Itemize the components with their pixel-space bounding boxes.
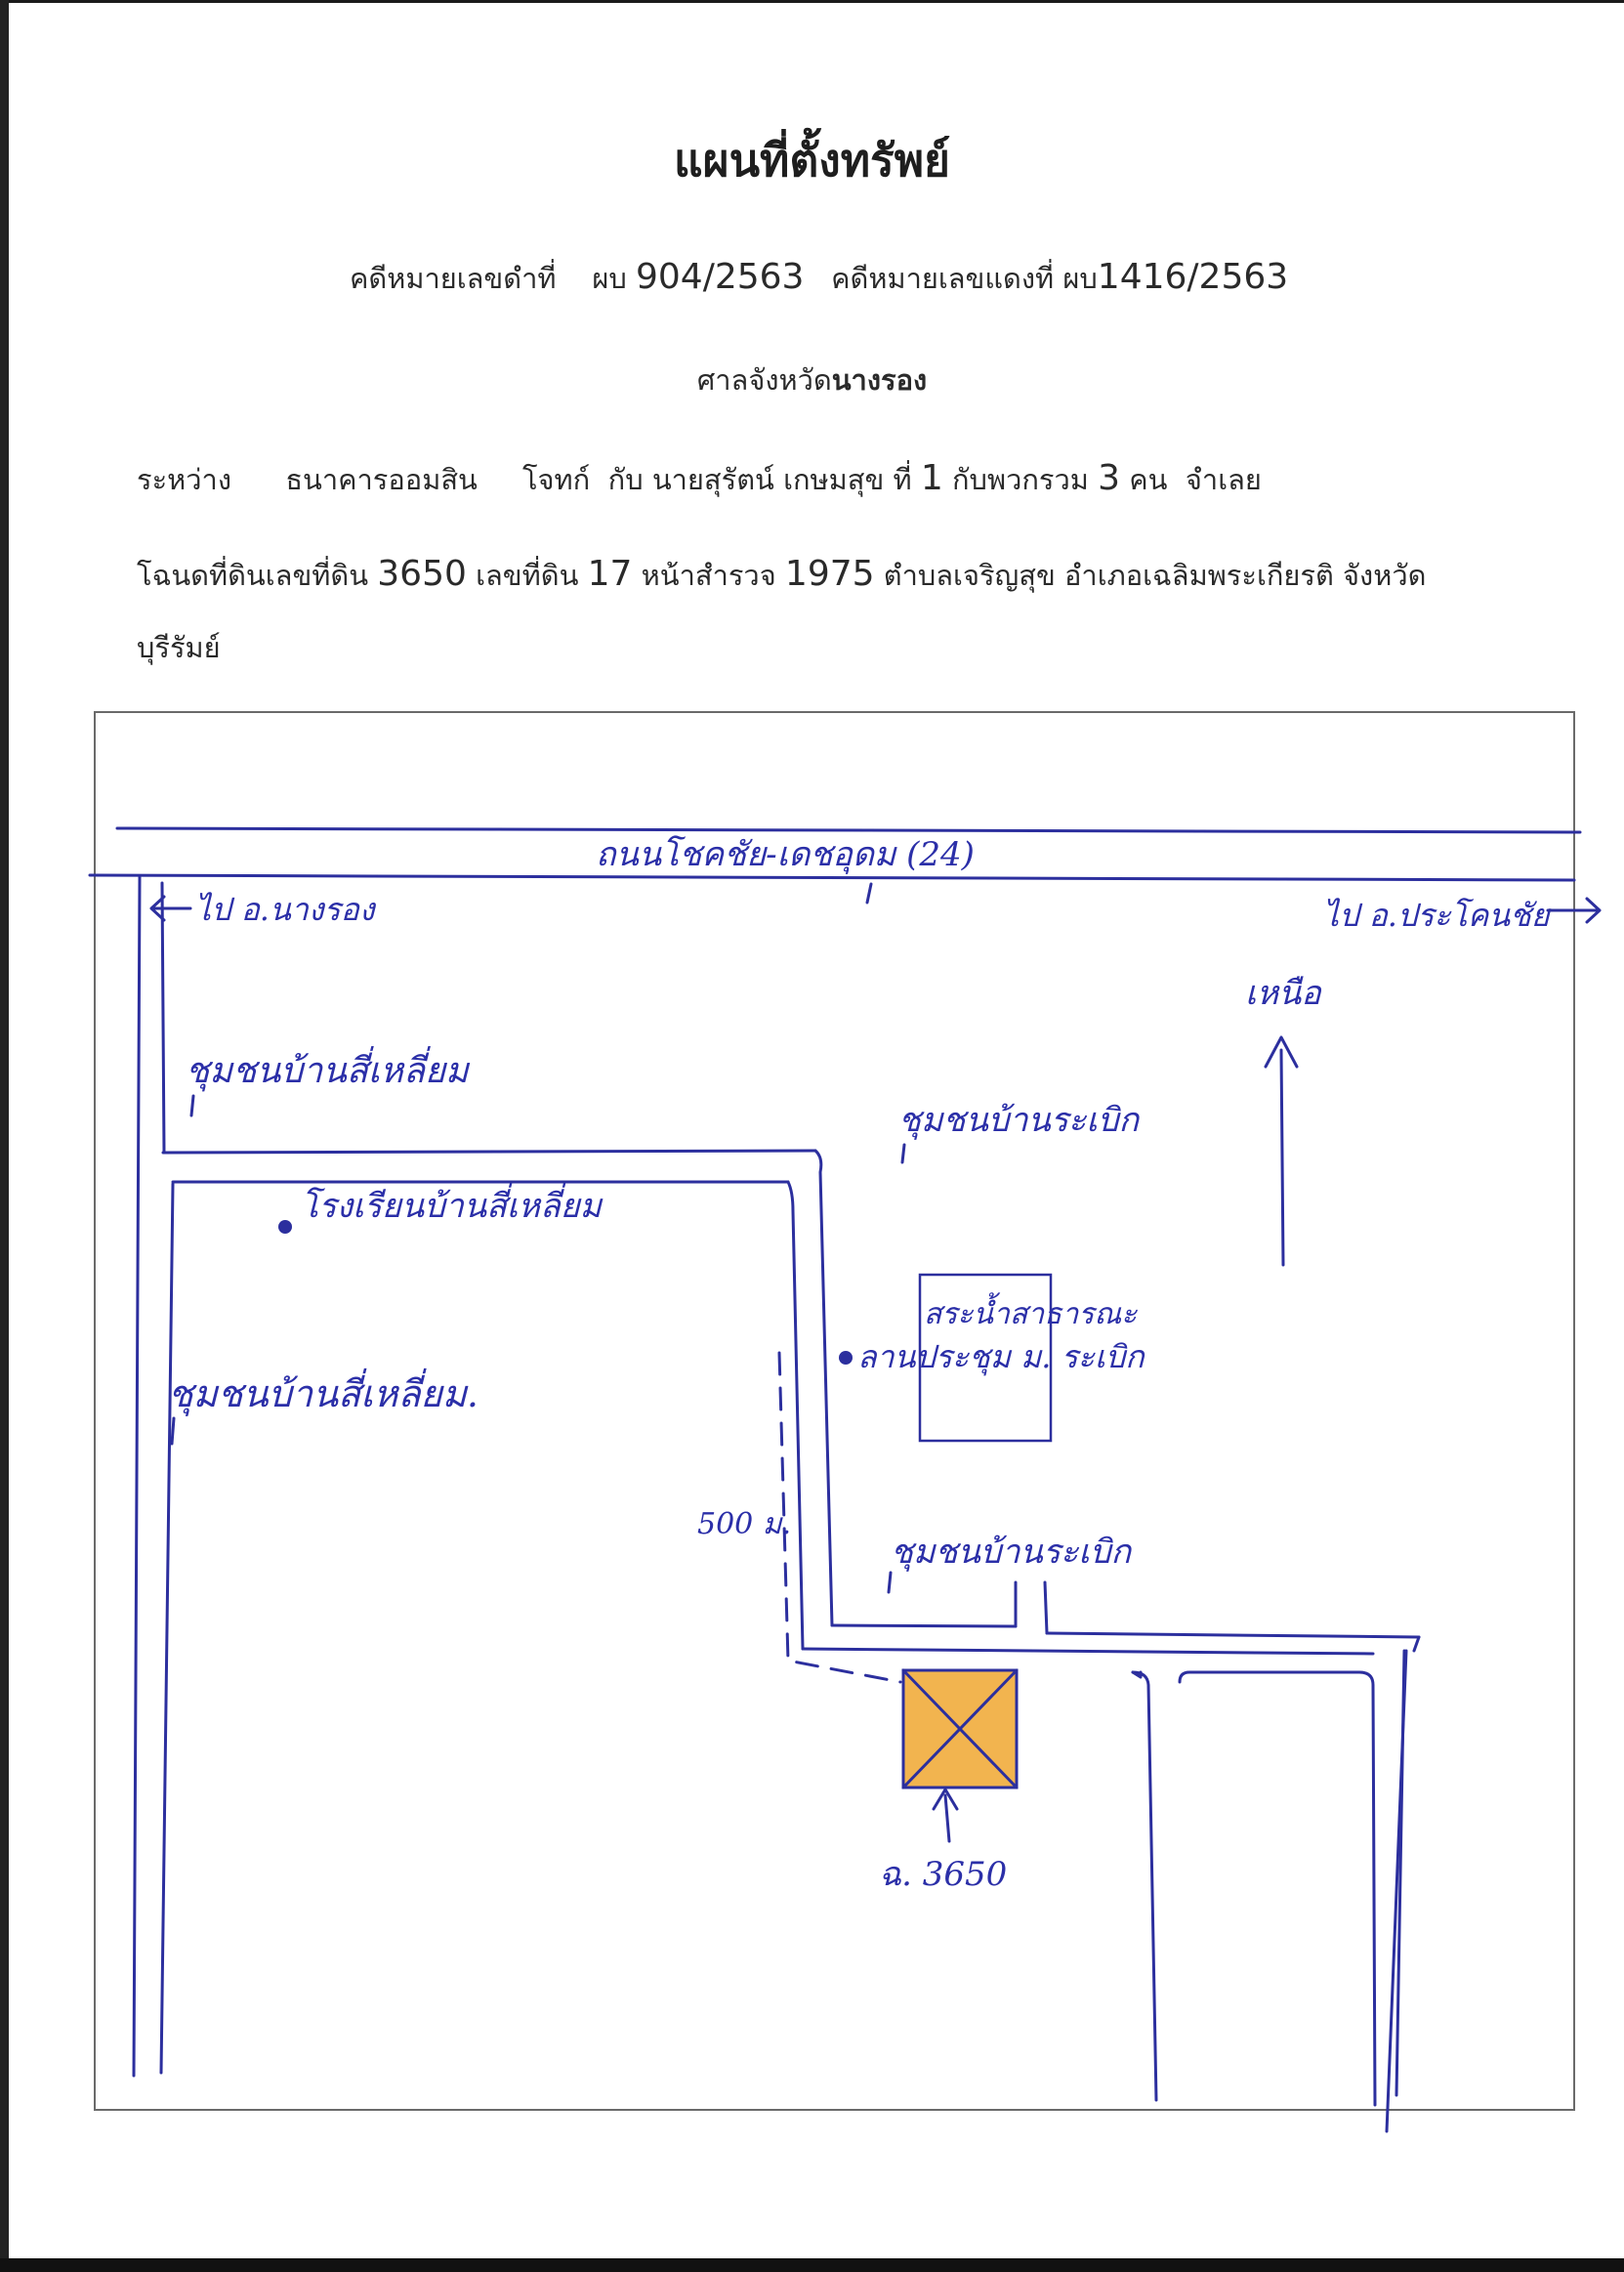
scan-edge-bottom xyxy=(0,2258,1624,2272)
land-number-label: เลขที่ดิน xyxy=(476,559,579,592)
community-label-south: ชุมชนบ้านระเบิก xyxy=(891,1533,1132,1572)
hall-marker-icon xyxy=(839,1351,853,1365)
plaintiff-role: โจทก์ xyxy=(521,463,591,496)
west-destination: ไป อ.นางรอง xyxy=(195,891,377,928)
west-road-edge-inner-bottom xyxy=(159,1182,175,2075)
lower-road-end-cap xyxy=(1412,1635,1421,1653)
village-road-west-edge xyxy=(786,1180,805,1651)
deed-number: 3650 xyxy=(377,554,467,594)
black-case-prefix: ผบ xyxy=(592,262,627,295)
school-label: โรงเรียนบ้านสี่เหลี่ยม xyxy=(301,1183,604,1226)
red-case-number: 1416/2563 xyxy=(1097,257,1289,297)
west-road-edge-outer xyxy=(132,875,142,2078)
community-label-west: ชุมชนบ้านสี่เหลี่ยม. xyxy=(168,1367,479,1416)
deed-line: โฉนดที่ดินเลขที่ดิน 3650 เลขที่ดิน 17 หน… xyxy=(137,553,1426,598)
scan-edge-left xyxy=(0,0,9,2272)
deed-label: โฉนดที่ดินเลขที่ดิน xyxy=(137,559,369,592)
north-label: เหนือ xyxy=(1245,974,1322,1013)
highway-tick xyxy=(865,882,873,905)
highway-bottom-edge xyxy=(88,873,1576,882)
distance-label: 500 ม. xyxy=(697,1507,791,1541)
east-arrow-icon xyxy=(1546,897,1602,924)
group-unit: คน xyxy=(1129,463,1168,496)
highway-label: ถนนโชคชัย-เดชอุดม (24) xyxy=(596,835,975,874)
court-line: ศาลจังหวัดนางรอง xyxy=(0,358,1624,402)
black-case-number: 904/2563 xyxy=(635,257,805,297)
community-label-rabeuk: ชุมชนบ้านระเบิก xyxy=(898,1101,1140,1140)
branch-road-a-east xyxy=(1131,1670,1158,2102)
defendant-role: จำเลย xyxy=(1185,463,1262,496)
west-arrow-icon xyxy=(149,895,192,922)
deed-province: บุรีรัมย์ xyxy=(137,631,221,664)
location-text: ตำบลเจริญสุข อำเภอเฉลิมพระเกียรติ จังหวั… xyxy=(883,559,1427,592)
branch-road-c-main xyxy=(1385,1649,1408,2133)
defendant-name: นายสุรัตน์ เกษมสุข ที่ xyxy=(651,463,912,496)
village-road-east-edge xyxy=(813,1149,834,1627)
black-case-label: คดีหมายเลขดำที่ xyxy=(350,262,557,295)
red-case-label: คดีหมายเลขแดงที่ xyxy=(831,262,1055,295)
highway-top-edge xyxy=(115,826,1582,834)
red-case-prefix: ผบ xyxy=(1062,262,1098,295)
court-prefix: ศาลจังหวัด xyxy=(696,363,832,397)
east-destination: ไป อ.ประโคนชัย xyxy=(1323,897,1552,934)
plaintiff-name: ธนาคารออมสิน xyxy=(285,463,478,496)
side-road-top-edge xyxy=(161,1149,817,1155)
lower-road-top-right xyxy=(1045,1631,1421,1639)
parcel-arrow-icon xyxy=(932,1788,959,1843)
court-name: นางรอง xyxy=(831,363,928,397)
pond-label: สระน้ำสาธารณะ xyxy=(924,1292,1138,1331)
survey-label: หน้าสำรวจ xyxy=(641,559,776,592)
community-label-si-liam: ชุมชนบ้านสี่เหลี่ยม xyxy=(186,1045,471,1092)
pond-outline xyxy=(918,1273,1053,1443)
parties-line: ระหว่าง ธนาคารออมสิน โจทก์ กับ นายสุรัตน… xyxy=(137,457,1262,502)
label-tick xyxy=(887,1571,893,1594)
lower-road-top-left xyxy=(830,1623,1018,1628)
label-tick xyxy=(900,1143,906,1164)
defendant-number: 1 xyxy=(920,458,943,498)
group-count: 3 xyxy=(1098,458,1121,498)
label-tick xyxy=(189,1094,195,1117)
scan-edge-top xyxy=(0,0,1624,3)
group-label: กับพวกรวม xyxy=(952,463,1089,496)
lower-road-bottom xyxy=(801,1647,1375,1656)
parcel-label: ฉ. 3650 xyxy=(879,1855,1007,1894)
between-label: ระหว่าง xyxy=(137,463,231,496)
lower-road-notch-right xyxy=(1043,1580,1049,1635)
case-number-line: คดีหมายเลขดำที่ ผบ 904/2563 คดีหมายเลขแด… xyxy=(350,256,1288,301)
west-road-edge-inner-top xyxy=(160,881,166,1155)
north-arrow-icon xyxy=(1264,1035,1299,1267)
with-label: กับ xyxy=(607,463,644,496)
survey-number: 1975 xyxy=(784,554,875,594)
map-frame xyxy=(94,711,1575,2111)
label-tick xyxy=(170,1416,176,1446)
branch-road-b xyxy=(1178,1670,1377,2107)
parcel-cross-2 xyxy=(901,1668,1019,1789)
document-title: แผนที่ตั้งทรัพย์ xyxy=(673,134,950,187)
land-number: 17 xyxy=(587,554,633,594)
hall-label: ลานประชุม ม. ระเบิก xyxy=(857,1338,1145,1376)
branch-road-a-cap xyxy=(1131,1670,1143,1679)
school-marker-icon xyxy=(278,1220,292,1234)
